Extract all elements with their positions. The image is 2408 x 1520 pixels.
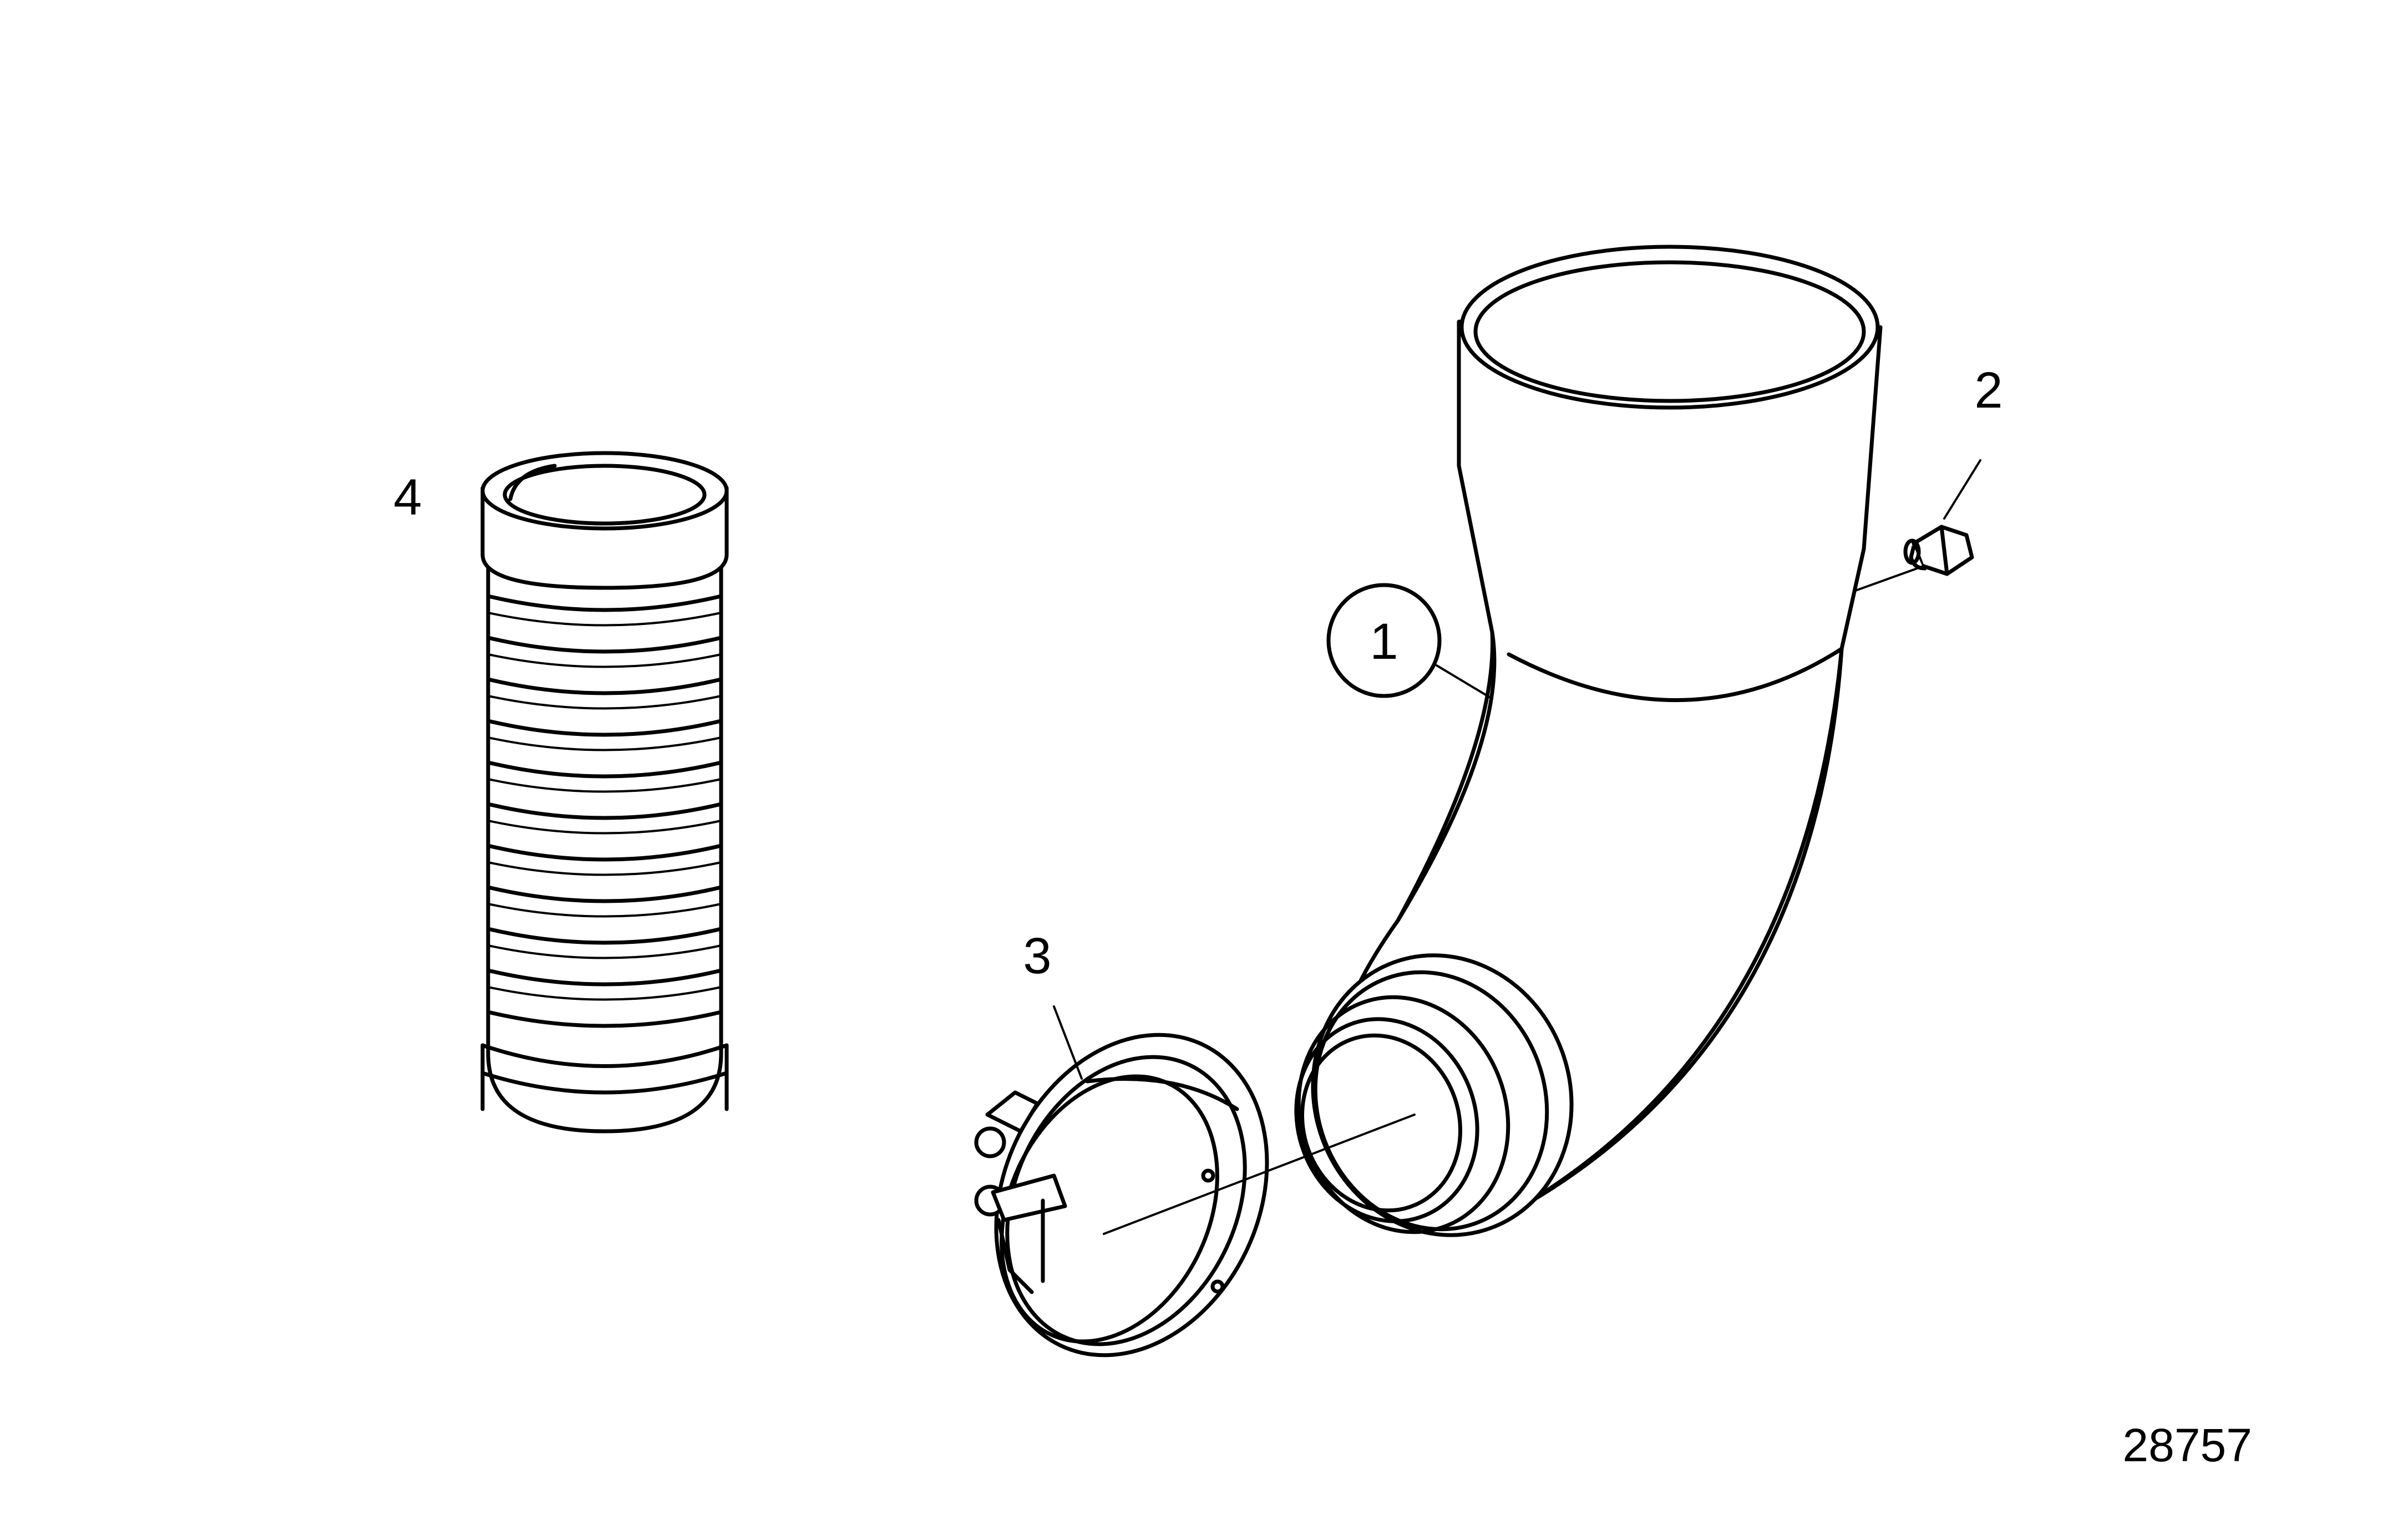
- callout-1-label: 1: [1370, 613, 1398, 670]
- flexible-bellows: [480, 451, 729, 1133]
- callout-1: 1: [1326, 583, 1493, 700]
- callout-2: 2: [1854, 362, 2003, 592]
- bellows-corrugations: [486, 594, 723, 1028]
- v-band-clamp: [974, 1033, 1269, 1358]
- callout-3: 3: [1023, 928, 1083, 1080]
- callout-4-label: 4: [393, 469, 422, 526]
- plug-nipple: [1903, 525, 1974, 576]
- assembly-axis-line: [1103, 1114, 1416, 1235]
- figure-number: 28757: [2122, 1419, 2252, 1471]
- callout-2-label: 2: [1974, 362, 2003, 419]
- callout-4: 4: [393, 469, 422, 526]
- elbow-spigot: [1294, 953, 1574, 1237]
- callout-3-label: 3: [1023, 928, 1051, 984]
